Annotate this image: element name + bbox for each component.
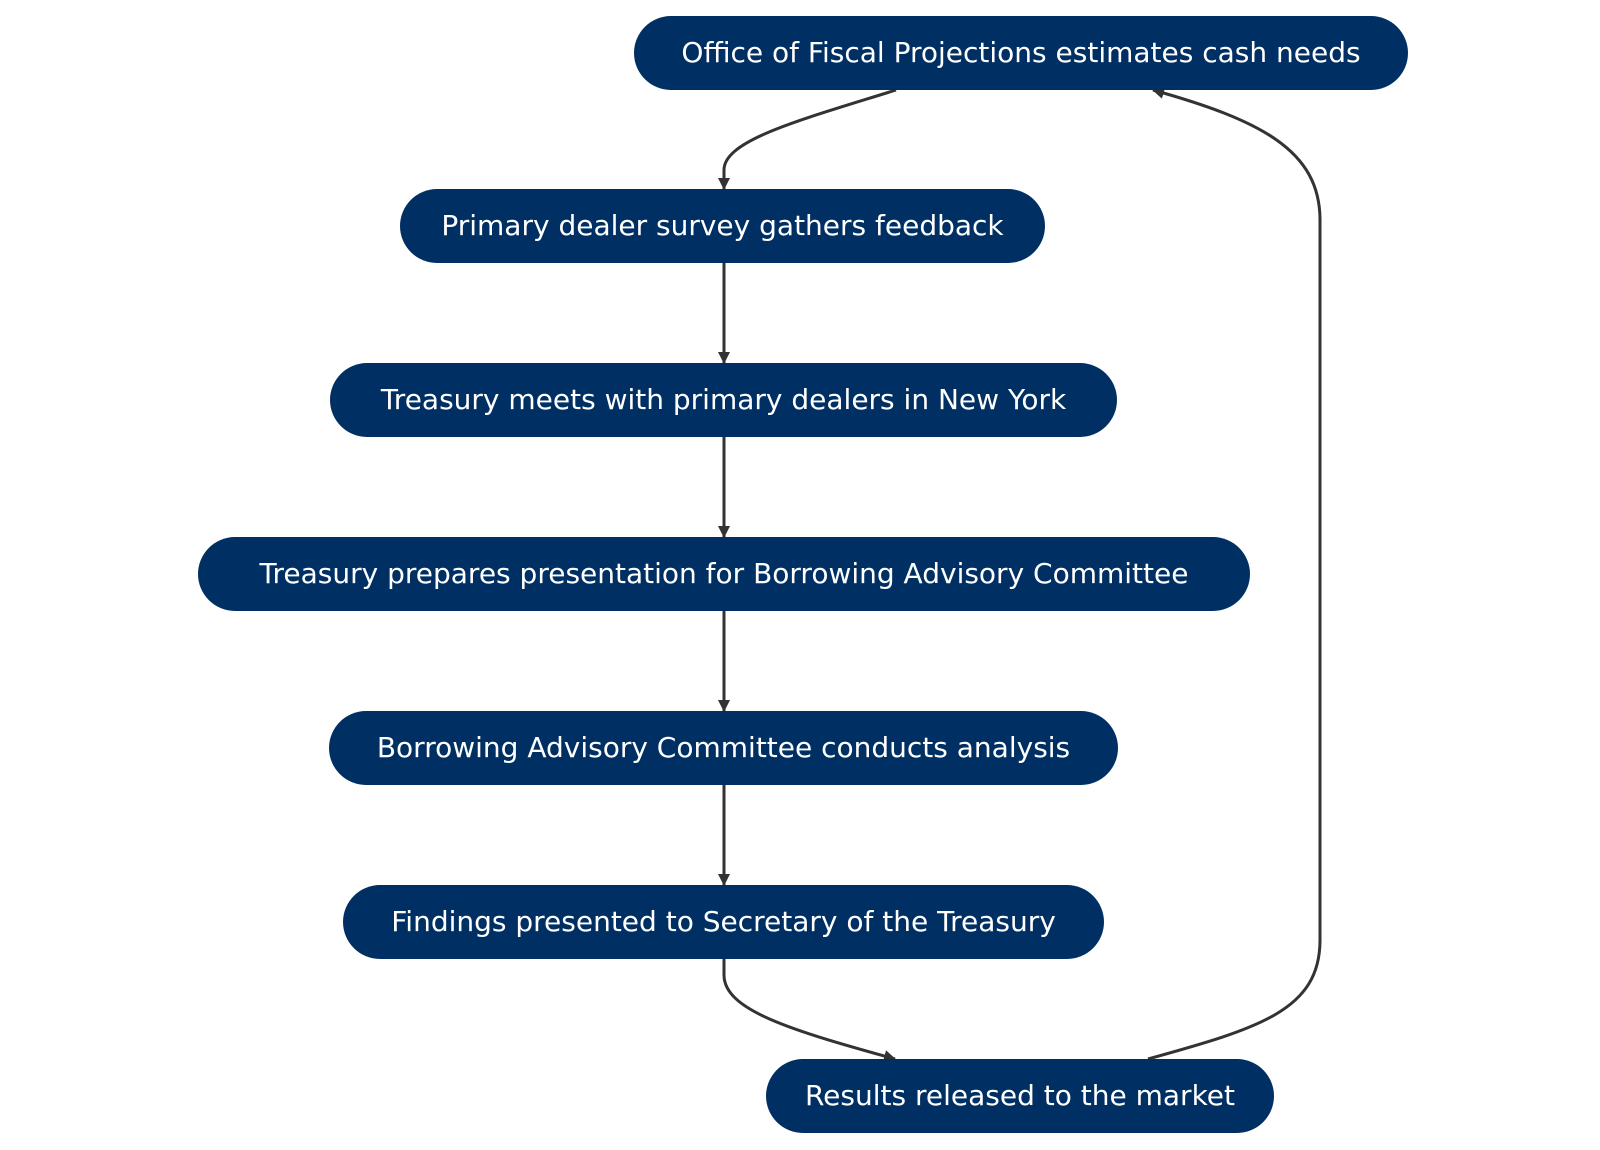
- node-prepare-presentation: Treasury prepares presentation for Borro…: [198, 537, 1250, 611]
- edge-findings-to-release: [722, 959, 896, 1062]
- node-committee-analysis: Borrowing Advisory Committee conducts an…: [329, 711, 1118, 785]
- node-treasury-meets-dealers: Treasury meets with primary dealers in N…: [330, 363, 1117, 437]
- node-results-released: Results released to the market: [766, 1059, 1274, 1133]
- node-findings-to-secretary: Findings presented to Secretary of the T…: [343, 885, 1104, 959]
- node-estimate-cash-needs: Office of Fiscal Projections estimates c…: [634, 16, 1408, 90]
- edge-estimate-to-survey: [718, 88, 897, 190]
- node-primary-dealer-survey: Primary dealer survey gathers feedback: [400, 189, 1045, 263]
- edge-release-to-estimate: [1147, 87, 1322, 1061]
